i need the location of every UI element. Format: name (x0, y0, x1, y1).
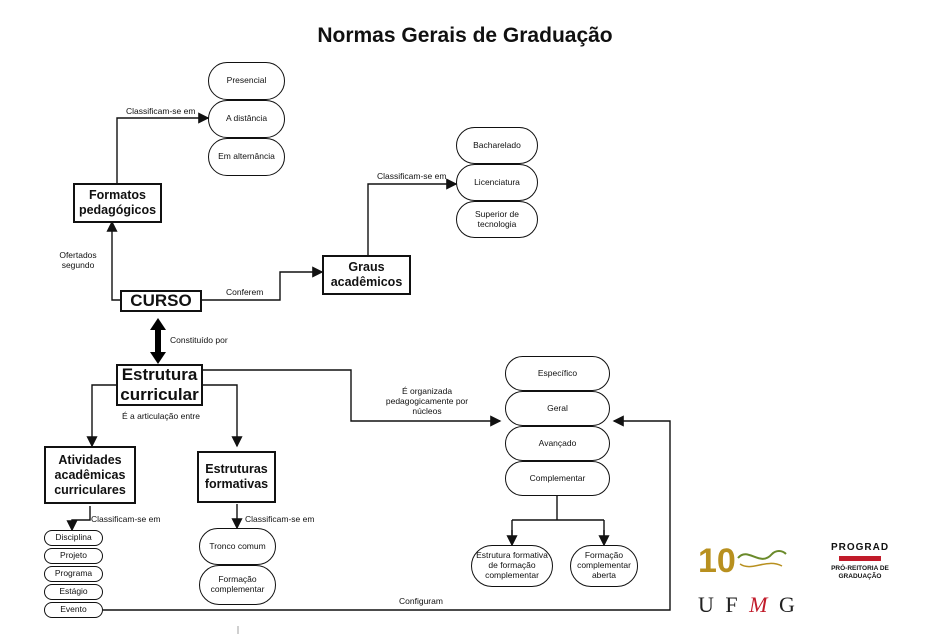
label-articulacao: É a articulação entre (122, 411, 200, 421)
label-constituido: Constituído por (170, 335, 228, 345)
atividade-programa: Programa (44, 566, 103, 582)
label-classificam-atividades: Classificam-se em (91, 514, 161, 524)
node-atividades-academicas: Atividades acadêmicas curriculares (44, 446, 136, 504)
prograd-logo: PROGRAD PRÓ-REITORIA DE GRADUAÇÃO (820, 542, 900, 581)
formato-em-alternancia: Em alternância (208, 138, 285, 176)
node-estrutura-curricular: Estrutura curricular (116, 364, 203, 406)
formativa-tronco-comum: Tronco comum (199, 528, 276, 565)
atividade-estagio: Estágio (44, 584, 103, 600)
node-estruturas-formativas-label: Estruturas formativas (204, 462, 269, 491)
formativa-formacao-complementar: Formação complementar (199, 565, 276, 605)
node-formatos-label: Formatos pedagógicos (78, 188, 157, 217)
atividade-disciplina: Disciplina (44, 530, 103, 546)
label-classificam-graus: Classificam-se em (377, 171, 447, 181)
formacao-complementar-aberta: Formação complementar aberta (570, 545, 638, 587)
label-ofertados-text: Ofertados segundo (59, 250, 97, 271)
node-estruturas-formativas: Estruturas formativas (197, 451, 276, 503)
atividade-evento: Evento (44, 602, 103, 618)
nucleo-complementar: Complementar (505, 461, 610, 496)
node-curso-label: CURSO (130, 291, 192, 311)
node-estrutura-label: Estrutura curricular (120, 365, 199, 404)
diagram-title: Normas Gerais de Graduação (317, 24, 613, 47)
label-configuram: Configuram (399, 596, 443, 606)
nucleo-geral: Geral (505, 391, 610, 426)
label-conferem: Conferem (226, 287, 264, 297)
prograd-title: PROGRAD (830, 542, 890, 553)
atividade-projeto: Projeto (44, 548, 103, 564)
label-organizada-text: É organizada pedagogicamente por núcleos (385, 386, 469, 417)
label-ofertados: Ofertados segundo (50, 250, 106, 270)
node-graus-label: Graus acadêmicos (330, 260, 403, 289)
ufmg-10-digits: 10 (698, 542, 736, 578)
ufmg-logo: U F M G (698, 592, 798, 617)
grau-licenciatura: Licenciatura (456, 164, 538, 201)
nucleo-avancado: Avançado (505, 426, 610, 461)
grau-superior-de-tecnologia: Superior de tecnologia (456, 201, 538, 238)
label-classificam-formatos: Classificam-se em (126, 106, 196, 116)
node-atividades-label: Atividades acadêmicas curriculares (54, 452, 126, 497)
prograd-bar (839, 556, 881, 561)
ufmg-10-anos-logo: 10 (698, 542, 787, 578)
node-curso: CURSO (120, 290, 202, 312)
nucleo-especifico: Específico (505, 356, 610, 391)
grau-bacharelado: Bacharelado (456, 127, 538, 164)
formato-a-distancia: A distância (208, 100, 285, 138)
label-classificam-formativas: Classificam-se em (245, 514, 315, 524)
formato-presencial: Presencial (208, 62, 285, 100)
node-graus-academicos: Graus acadêmicos (322, 255, 411, 295)
label-organizada: É organizada pedagogicamente por núcleos (378, 386, 476, 417)
prograd-subtitle: PRÓ-REITORIA DE GRADUAÇÃO (831, 565, 889, 581)
estrutura-formativa-formacao-complementar: Estrutura formativa de formação compleme… (471, 545, 553, 587)
node-formatos-pedagogicos: Formatos pedagógicos (73, 183, 162, 223)
